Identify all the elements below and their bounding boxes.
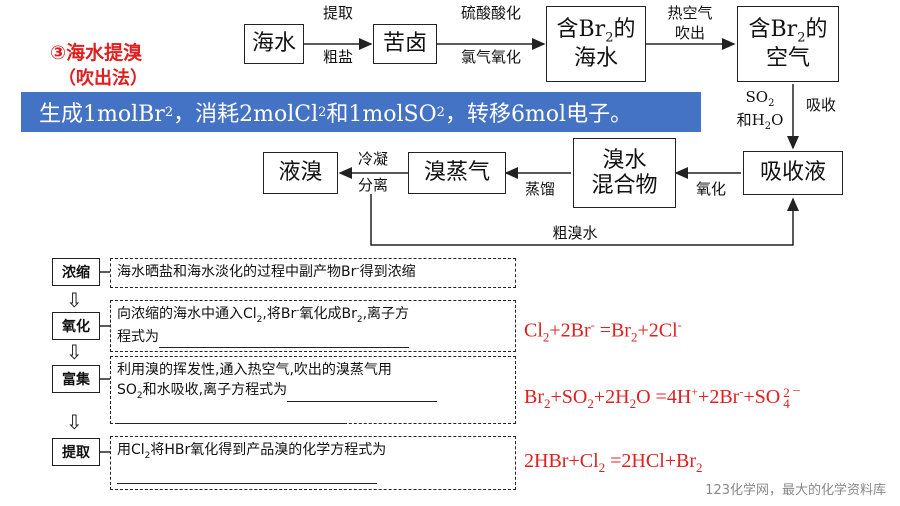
step-label-oxidize: 氧化: [52, 312, 100, 340]
box-br2-air: 含Br2的 空气: [737, 6, 839, 82]
step-text-enrich: 利用溴的挥发性,通入热空气,吹出的溴蒸气用 SO2和水吸收,离子方程式为: [110, 356, 516, 425]
label-loop: 粗溴水: [552, 224, 598, 242]
label-arrow1-bottom: 粗盐: [322, 48, 353, 66]
label-arrow2-top: 硫酸酸化: [460, 4, 521, 22]
footer-watermark: 123化学网，最大的化学资料库: [705, 483, 886, 498]
down-arrow-1: ⇩: [66, 288, 83, 312]
section-subtitle: （吹出法）: [58, 68, 148, 89]
box-bromine-mixture: 溴水 混合物: [573, 138, 676, 208]
label-arrow4-left: SO2 和H2O: [736, 88, 784, 132]
arrow-loop: [370, 194, 799, 246]
label-arrow6: 蒸馏: [524, 180, 555, 198]
step-text-concentrate: 海水晒盐和海水淡化的过程中副产物Br-得到浓缩: [110, 258, 516, 288]
down-arrow-3: ⇩: [66, 410, 83, 434]
box-absorb: 吸收液: [743, 151, 843, 195]
down-arrow-2: ⇩: [66, 340, 83, 364]
section-marker: ③: [50, 42, 67, 64]
section-title: ③海水提溴: [50, 42, 143, 64]
answer-blank-enrich-2[interactable]: [117, 403, 347, 425]
label-arrow3-top: 热空气: [667, 4, 713, 22]
label-arrow2-bottom: 氯气氧化: [460, 48, 521, 66]
label-arrow7-bottom: 分离: [357, 176, 388, 194]
answer-eq-oxidize: Cl2+2Br- =Br2+2Cl-: [524, 318, 682, 345]
step-label-extract: 提取: [52, 438, 100, 466]
box-bromine-vapor: 溴蒸气: [408, 152, 506, 194]
answer-blank-oxidize[interactable]: [159, 327, 409, 349]
label-arrow1-top: 提取: [322, 4, 353, 22]
step-label-enrich: 富集: [52, 365, 100, 393]
label-arrow4-right: 吸收: [805, 96, 836, 114]
label-arrow3-bottom: 吹出: [674, 24, 705, 42]
step-label-concentrate: 浓缩: [52, 258, 100, 286]
box-br2-seawater: 含Br2的 海水: [546, 6, 646, 82]
box-bittern: 苦卤: [373, 24, 437, 64]
label-arrow5: 氧化: [695, 180, 726, 198]
step-text-oxidize: 向浓缩的海水中通入Cl2,将Br-氧化成Br2,离子方 程式为: [110, 300, 516, 352]
answer-blank-extract[interactable]: [117, 463, 377, 485]
step-text-extract: 用Cl2将HBr氧化得到产品溴的化学方程式为: [110, 436, 516, 490]
box-liquid-bromine: 液溴: [263, 152, 338, 194]
answer-eq-extract: 2HBr+Cl2 =2HCl+Br2: [524, 450, 703, 475]
answer-blank-enrich-1[interactable]: [287, 380, 438, 402]
box-seawater: 海水: [244, 24, 304, 64]
label-arrow7-top: 冷凝: [357, 150, 388, 168]
